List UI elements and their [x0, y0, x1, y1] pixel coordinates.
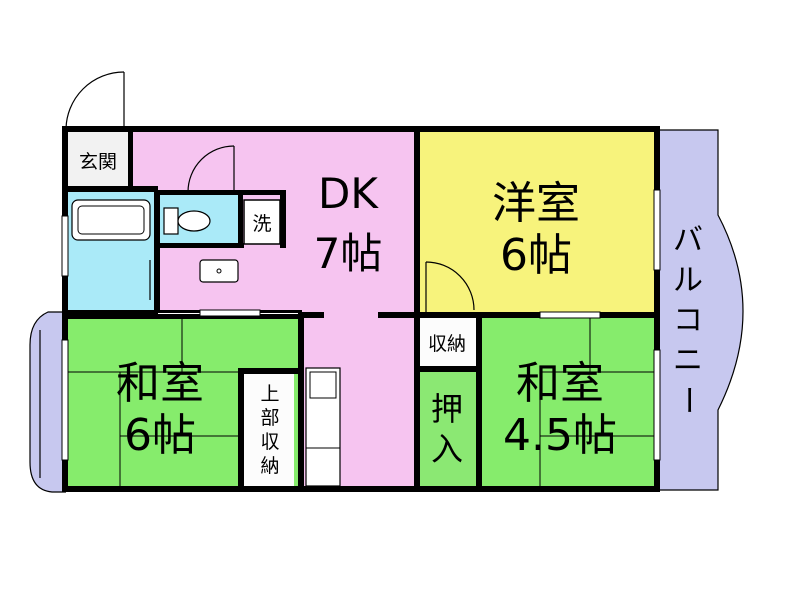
svg-text:入: 入 [431, 430, 463, 468]
label-sen: 洗 [252, 213, 271, 235]
svg-text:押: 押 [431, 390, 463, 428]
svg-text:部: 部 [260, 407, 279, 429]
tatami-left [66, 318, 242, 490]
label-washitsu-left-size: 6帖 [124, 410, 196, 461]
windows [61, 189, 661, 461]
western-room [418, 130, 656, 312]
kitchen-counter-icon [305, 367, 341, 487]
upper-storage [242, 372, 294, 490]
front-door [65, 71, 125, 131]
japanese-room-right [476, 318, 656, 490]
svg-text:バ: バ [673, 223, 703, 258]
sen-box [243, 199, 281, 245]
label-washitsu-right-name: 和室 [516, 358, 604, 409]
toilet-icon [163, 207, 211, 235]
label-jobu-shuno: 上 部 収 納 [260, 383, 279, 477]
svg-text:収: 収 [260, 431, 279, 453]
svg-text:ニ: ニ [673, 343, 703, 378]
oshiire-closet [418, 370, 476, 490]
label-balcony: バ ル コ ニ ー [670, 223, 705, 415]
label-yoshitsu-name: 洋室 [492, 178, 580, 229]
label-shuno: 収納 [428, 333, 466, 355]
svg-text:コ: コ [673, 303, 703, 338]
label-dk-name: DK [318, 169, 379, 218]
label-oshiire: 押 入 [431, 390, 463, 468]
bay-window-left [30, 312, 66, 492]
svg-text:ル: ル [673, 263, 703, 298]
toilet-door [187, 145, 235, 193]
svg-text:納: 納 [260, 455, 279, 477]
balcony-outline [656, 129, 744, 491]
yoshitsu-door [425, 261, 475, 312]
storage-closet [418, 318, 476, 370]
label-washitsu-left-name: 和室 [116, 358, 204, 409]
svg-text:ー: ー [670, 385, 705, 415]
bay-window-outline [29, 311, 66, 493]
wash-basin-icon [199, 259, 239, 283]
svg-text:上: 上 [260, 383, 279, 405]
label-yoshitsu-size: 6帖 [500, 230, 572, 281]
balcony [656, 130, 743, 490]
label-genkan: 玄関 [79, 151, 117, 173]
bathtub-icon [71, 199, 151, 241]
entrance-area [66, 130, 132, 188]
label-washitsu-right-size: 4.5帖 [503, 410, 617, 461]
label-dk-size: 7帖 [314, 229, 383, 278]
tatami-right [539, 318, 656, 490]
